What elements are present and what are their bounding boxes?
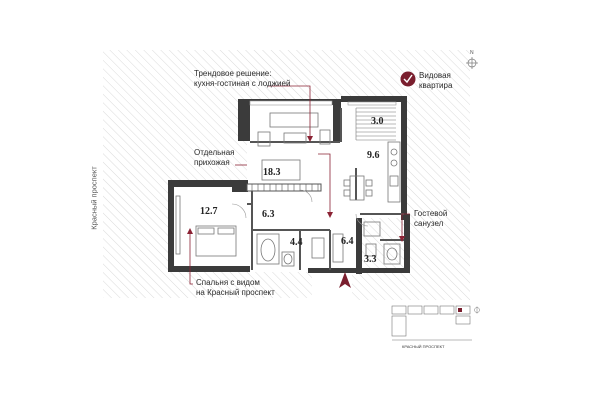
kitchen-units bbox=[343, 141, 401, 203]
room-area-corridor: 6.4 bbox=[341, 236, 354, 247]
door-swings bbox=[231, 189, 369, 227]
room-area-living: 18.3 bbox=[263, 167, 281, 178]
room-area-bedroom: 12.7 bbox=[200, 206, 218, 217]
compass-label: N bbox=[470, 50, 474, 56]
mini-map-street-label: КРАСНЫЙ ПРОСПЕКТ bbox=[402, 344, 445, 349]
leader-lines bbox=[189, 85, 410, 285]
annotation-view-apartment: Видовая квартира bbox=[419, 71, 453, 90]
room-area-hall: 6.3 bbox=[262, 209, 275, 220]
annotation-bedroom-view: Спальня с видом на Красный проспект bbox=[196, 278, 275, 297]
annotation-trend: Трендовое решение: кухня-гостиная с лодж… bbox=[194, 69, 291, 88]
room-area-kitchen: 9.6 bbox=[367, 150, 380, 161]
annotation-guest-bath: Гостевой санузел bbox=[414, 209, 448, 228]
room-area-bathroom: 4.4 bbox=[290, 237, 303, 248]
compass-icon bbox=[466, 57, 478, 69]
guest-wc-fixtures bbox=[363, 221, 401, 265]
corridor-fixtures bbox=[311, 233, 344, 263]
mini-map-highlight bbox=[458, 308, 462, 312]
inner-walls bbox=[247, 108, 404, 270]
mini-map-compass-icon bbox=[474, 306, 480, 314]
living-furniture bbox=[257, 112, 331, 181]
divider-bar bbox=[246, 183, 322, 192]
outer-walls bbox=[168, 96, 410, 274]
loggia-stripes bbox=[355, 107, 396, 141]
leader-arrows bbox=[187, 136, 405, 242]
view-badge-icon bbox=[400, 71, 416, 87]
room-area-loggia: 3.0 bbox=[371, 116, 384, 127]
entrance-marker bbox=[339, 272, 351, 288]
street-side-label: Красный проспект bbox=[89, 166, 99, 230]
bedroom-bed bbox=[175, 195, 237, 257]
bathroom-fixtures bbox=[256, 233, 295, 267]
annotation-hall: Отдельная прихожая bbox=[194, 148, 235, 167]
room-area-guest-wc: 3.3 bbox=[364, 254, 377, 265]
mini-site-map bbox=[391, 305, 472, 341]
